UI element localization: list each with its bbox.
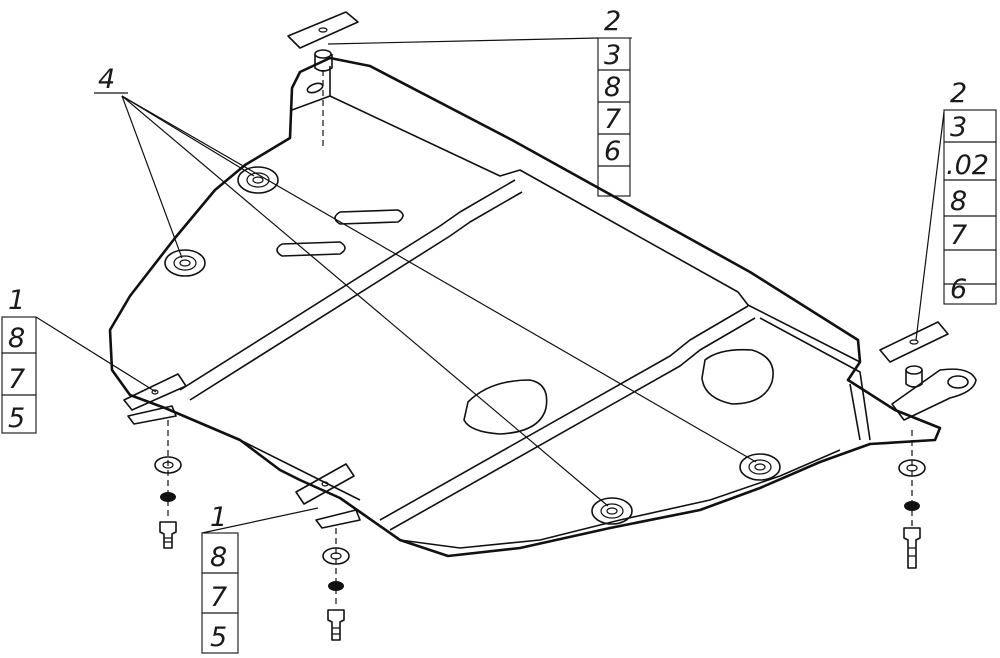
callout-top-center-3: 7 <box>604 104 621 135</box>
callout-top-center-0: 2 <box>604 6 621 37</box>
callout-bottom-center-3: 5 <box>210 622 227 653</box>
callout-bottom-center-2: 7 <box>210 582 227 613</box>
assembly-axis-lines <box>167 70 913 608</box>
callout-right-5: 6 <box>950 274 967 305</box>
leader-lines <box>35 37 945 534</box>
callout-right-3: 8 <box>950 186 967 217</box>
callout-left-3: 5 <box>8 403 25 434</box>
left-bracket-plate <box>123 373 187 425</box>
skid-plate <box>108 56 942 558</box>
callout-right-0: 2 <box>950 78 967 109</box>
callout-right-4: 7 <box>950 220 967 251</box>
callout-left-2: 7 <box>8 364 25 395</box>
callout-stack-left: 1 8 7 5 <box>1 285 37 434</box>
right-bracket-plate <box>879 321 977 421</box>
callout-right-1: 3 <box>950 112 967 143</box>
callout-stack-right: 2 3 .02 8 7 6 <box>943 78 997 305</box>
center-bolt <box>327 609 345 641</box>
callout-stack-top-center: 2 3 8 7 6 <box>597 6 632 197</box>
plate-bolt-3 <box>591 497 633 525</box>
left-lock-washer <box>160 492 176 502</box>
callout-top-center-4: 6 <box>604 136 621 167</box>
center-bracket-plate <box>295 463 361 529</box>
callout-left-1: 8 <box>8 323 25 354</box>
callout-right-2: .02 <box>946 150 989 181</box>
plate-bolt-2 <box>164 249 206 277</box>
callout-bottom-center-0: 1 <box>210 502 227 533</box>
right-bolt <box>903 527 921 569</box>
callout-stack-bottom-center: 1 8 7 5 <box>201 502 239 654</box>
plate-bolt-4 <box>739 453 781 481</box>
plate-bolt-1 <box>237 166 279 194</box>
callout-bottom-center-1: 8 <box>210 542 227 573</box>
callout-top-center-1: 3 <box>604 40 621 71</box>
callout-top-center-2: 8 <box>604 72 621 103</box>
center-lock-washer <box>328 581 344 591</box>
callout-bolts-label: 4 <box>98 64 115 95</box>
left-bolt <box>159 521 177 549</box>
callout-left-0: 1 <box>8 285 25 316</box>
